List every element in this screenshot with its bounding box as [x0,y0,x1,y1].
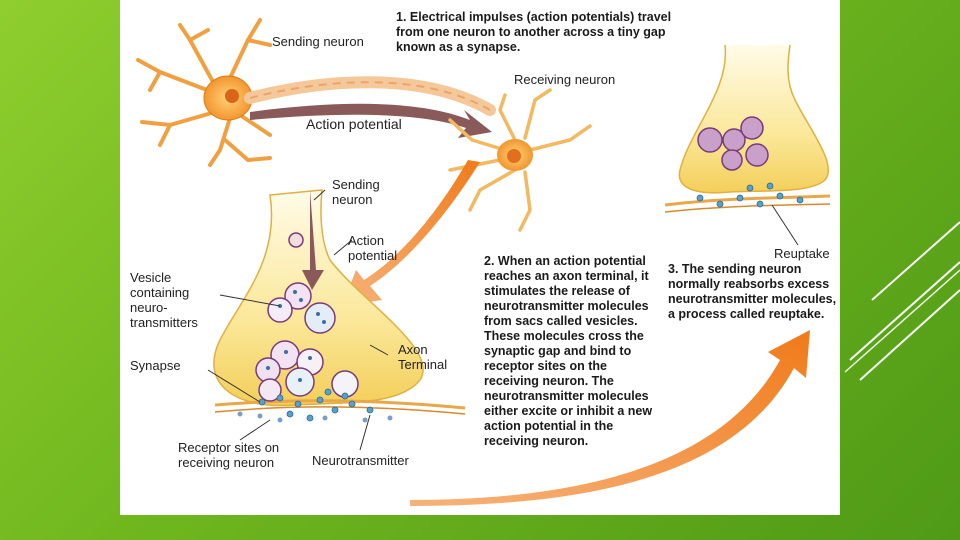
step-1-text: 1. Electrical impulses (action potential… [396,10,672,54]
label-sending-neuron-top: Sending neuron [272,34,364,49]
action-potential-arrow-top [250,103,492,138]
label-reuptake: Reuptake [774,246,830,261]
label-action-potential-mid: Action potential [348,233,398,263]
label-synapse: Synapse [130,358,181,373]
step-2-text: 2. When an action potential reaches an a… [484,254,653,448]
axon-terminal-main [207,189,466,451]
zoom-arrow [342,160,480,306]
label-receptor-sites: Receptor sites on receiving neuron [178,440,280,470]
reuptake-terminal [664,44,831,246]
label-sending-neuron-mid: Sending neuron [332,177,380,207]
label-axon-terminal: Axon Terminal [398,342,448,372]
sending-neuron-top [136,18,496,167]
receiving-neuron [448,88,592,232]
label-neurotransmitter: Neurotransmitter [312,453,409,468]
step-3-text: 3. The sending neuron normally reabsorbs… [668,262,837,321]
label-vesicle: Vesicle containing neuro- transmitters [130,270,198,330]
label-action-potential-top: Action potential [306,116,402,132]
diagram-art [136,18,831,506]
label-receiving-neuron: Receiving neuron [514,72,616,87]
synapse-figure: Sending neuron Receiving neuron Action p… [120,0,840,515]
